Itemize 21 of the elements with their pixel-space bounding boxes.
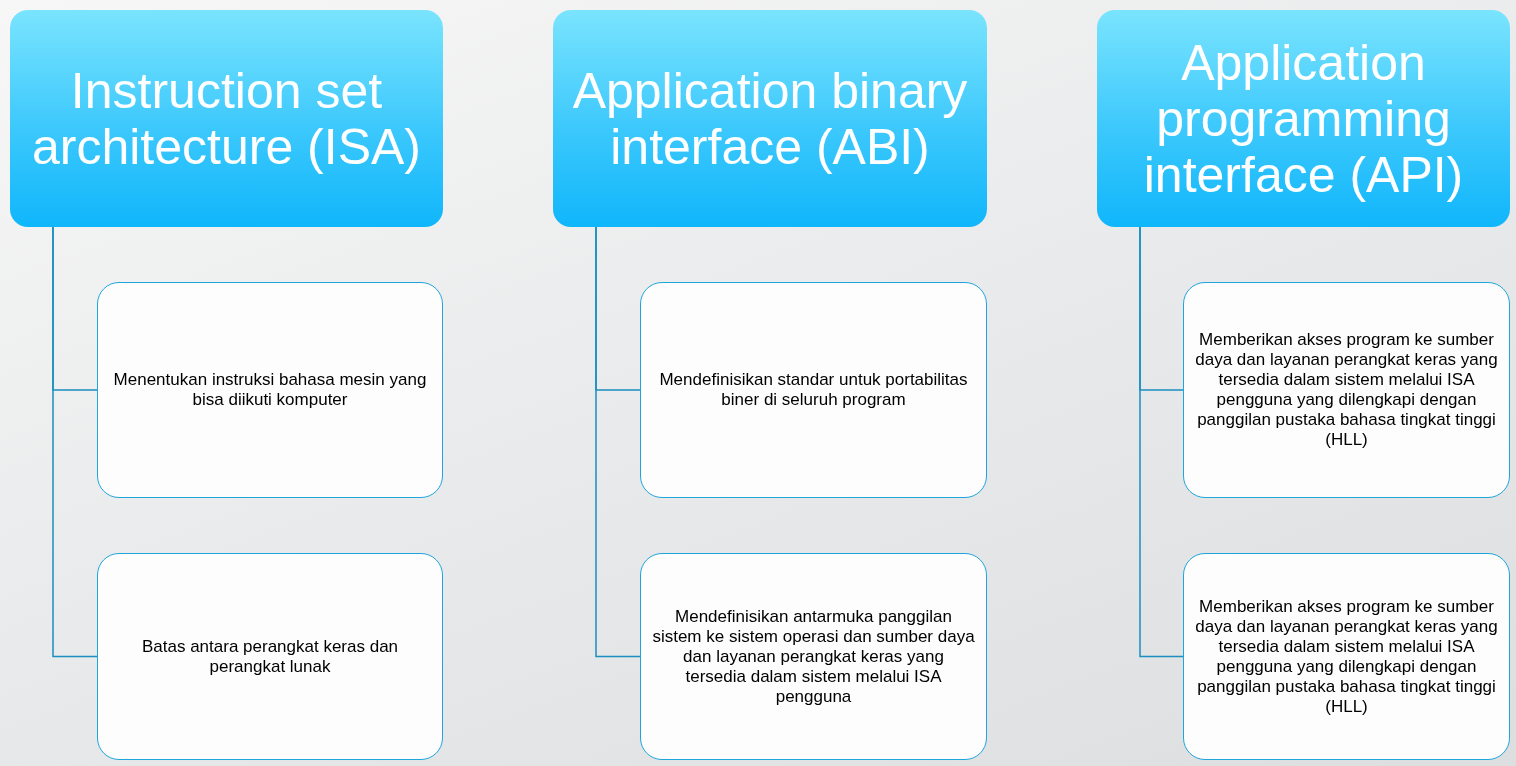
title-box: [553, 10, 987, 227]
connector-line: [595, 226, 641, 658]
description-text: Memberikan akses program ke sumber daya dan layanan perangkat keras yang tersedia dalam sistem melalui ISA pengguna yang dilengkapi dengan panggilan pustaka bahasa tingkat tinggi (HLL): [1194, 330, 1499, 450]
title-text: Instruction set architecture (ISA): [31, 62, 422, 175]
title-text: Application binary interface (ABI): [571, 62, 969, 175]
title-box: [10, 10, 443, 227]
content-box: [640, 282, 987, 498]
title-text: Application programming interface (API): [1142, 34, 1465, 203]
content-box: [640, 553, 987, 760]
content-box: [97, 553, 443, 760]
connector-line: [1139, 226, 1184, 658]
connector-line: [52, 226, 98, 658]
description-text: Memberikan akses program ke sumber daya dan layanan perangkat keras yang tersedia dalam sistem melalui ISA pengguna yang dilengkapi dengan panggilan pustaka bahasa tingkat tinggi (HLL): [1194, 596, 1499, 717]
description-text: Batas antara perangkat keras dan perangkat lunak: [140, 636, 400, 677]
content-box: [97, 282, 443, 498]
content-box: [1183, 282, 1510, 498]
description-text: Mendefinisikan antarmuka panggilan sistem ke sistem operasi dan sumber daya dan layanan perangkat keras yang tersedia dalam sistem melalui ISA pengguna: [651, 606, 976, 707]
description-text: Mendefinisikan standar untuk portabilitas biner di seluruh program: [658, 370, 969, 410]
description-text: Menentukan instruksi bahasa mesin yang bisa diikuti komputer: [112, 370, 428, 410]
content-box: [1183, 553, 1510, 760]
title-box: [1097, 10, 1510, 227]
